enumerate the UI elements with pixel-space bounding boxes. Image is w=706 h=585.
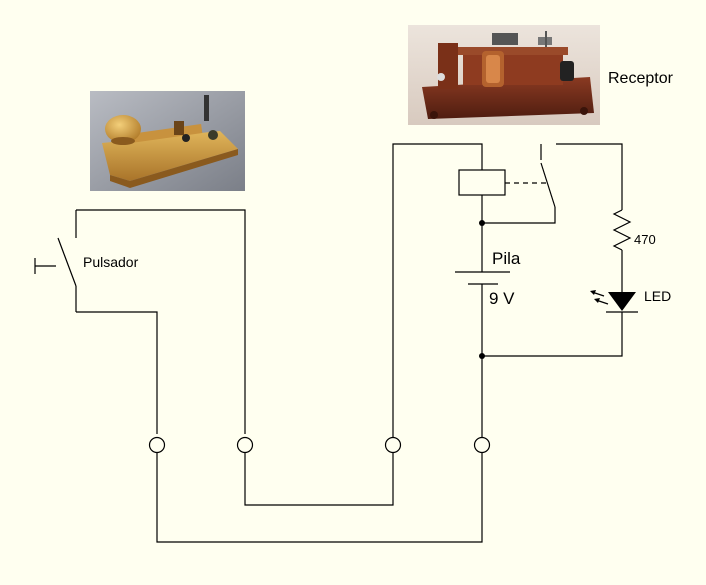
relay-contact-arm xyxy=(540,162,556,208)
terminal-3 xyxy=(384,436,402,454)
wire-receiver-left xyxy=(392,143,483,437)
pushbutton-switch xyxy=(34,210,77,312)
battery-label: Pila xyxy=(492,249,521,268)
resistor-symbol xyxy=(612,209,632,251)
wire-key-bottom xyxy=(76,311,158,434)
wire-link-inner xyxy=(244,452,394,506)
voltage-label: 9 V xyxy=(489,289,515,308)
telegraph-key-photo xyxy=(90,91,245,191)
resistor-value-label: 470 xyxy=(634,232,656,247)
wire-relay-to-junction xyxy=(482,207,556,224)
terminal-2 xyxy=(236,436,254,454)
led-label: LED xyxy=(644,288,672,304)
terminal-4 xyxy=(473,436,491,454)
led-symbol xyxy=(590,290,638,313)
telegraph-receiver-photo xyxy=(408,25,600,125)
junction-dot xyxy=(479,353,485,359)
junction-dot xyxy=(479,220,485,226)
wire-led-top xyxy=(556,143,623,210)
terminal-1 xyxy=(148,436,166,454)
pulsador-label: Pulsador xyxy=(83,254,139,270)
wire-led-bottom xyxy=(482,312,623,357)
wire-link-outer xyxy=(156,452,483,543)
wire-key-top xyxy=(76,209,246,434)
relay-coil xyxy=(458,169,506,196)
battery-symbol xyxy=(455,271,510,356)
receptor-label: Receptor xyxy=(608,70,673,87)
